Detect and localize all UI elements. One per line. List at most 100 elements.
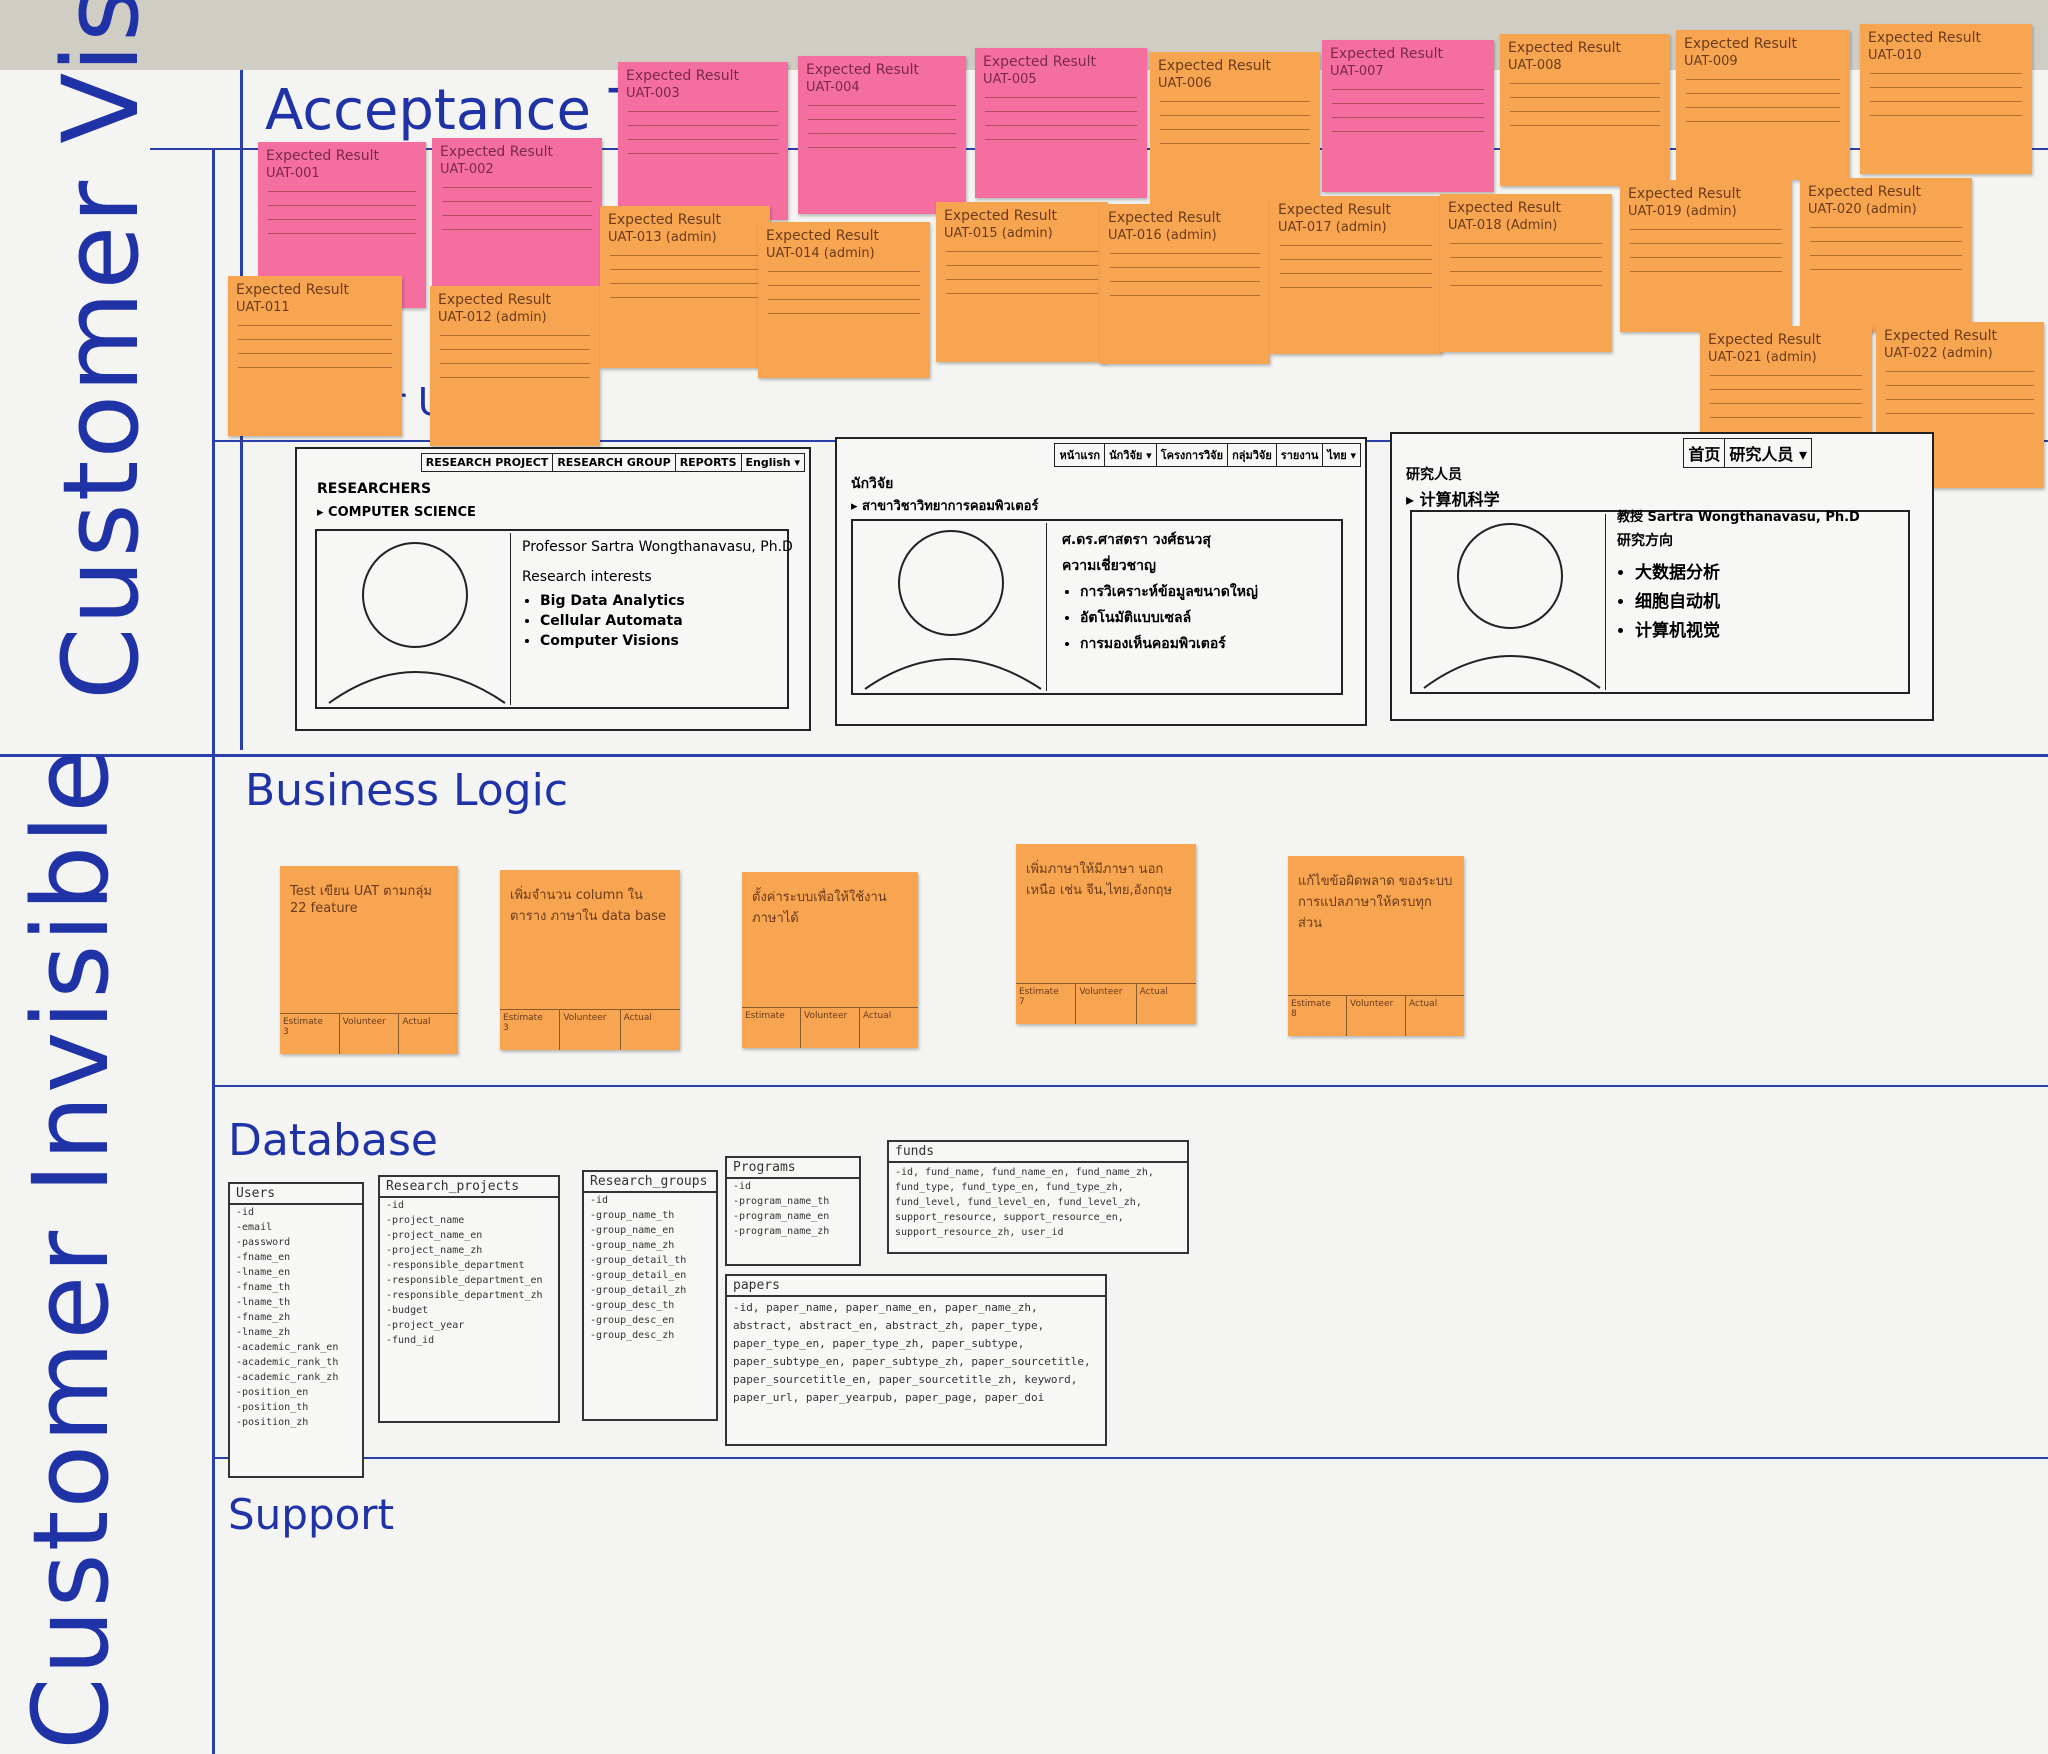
note-title: Expected Result xyxy=(1158,58,1272,74)
handwriting-scribble xyxy=(628,139,778,143)
table-field: -project_name xyxy=(386,1215,465,1226)
handwriting-scribble xyxy=(1510,83,1660,87)
handwriting-scribble xyxy=(442,229,592,233)
note-title: Expected Result xyxy=(806,62,920,78)
note-title: Expected Result xyxy=(1628,186,1742,202)
interest-item: การวิเคราะห์ข้อมูลขนาดใหญ่ xyxy=(1080,581,1258,603)
handwriting-scribble xyxy=(946,251,1098,255)
note-code: UAT-002 xyxy=(440,162,494,177)
table-fields: -id-program_name_th-program_name_en-prog… xyxy=(727,1179,859,1239)
handwriting-scribble xyxy=(1686,93,1840,97)
handwriting-scribble xyxy=(268,205,416,209)
handwriting-scribble xyxy=(768,271,920,275)
business-logic-note: เพิ่มภาษาให้มีภาษา นอกเหนือ เช่น จีน,ไทย… xyxy=(1016,844,1196,1024)
table-field: -lname_zh xyxy=(236,1327,291,1338)
mockup-category: ▸ 计算机科学 xyxy=(1406,490,1500,509)
table-field: -responsible_department xyxy=(386,1260,525,1271)
actual-cell: Actual xyxy=(1409,999,1438,1009)
handwriting-scribble xyxy=(1332,117,1484,121)
note-title: Expected Result xyxy=(983,54,1097,70)
ui-mockup-chinese: 首页 研究人员 ▾ 研究人员 ▸ 计算机科学 教授 Sartra Wongtha… xyxy=(1390,432,1934,721)
table-field: -program_name_en xyxy=(733,1211,830,1222)
handwriting-scribble xyxy=(1160,129,1310,133)
handwriting-scribble xyxy=(1686,79,1840,83)
handwriting-scribble xyxy=(1810,255,1962,259)
note-title: Expected Result xyxy=(266,148,380,164)
table-field: -group_name_en xyxy=(590,1225,675,1236)
handwriting-scribble xyxy=(1810,241,1962,245)
note-title: Expected Result xyxy=(1808,184,1922,200)
handwriting-scribble xyxy=(808,119,956,123)
handwriting-scribble xyxy=(768,299,920,303)
handwriting-scribble xyxy=(238,367,392,371)
interest-item: Cellular Automata xyxy=(540,613,685,629)
handwriting-scribble xyxy=(238,325,392,329)
interest-item: 细胞自动机 xyxy=(1635,587,1720,612)
table-field: -group_detail_en xyxy=(590,1270,687,1281)
mockup-section-title: นักวิจัย xyxy=(851,476,894,492)
handwriting-scribble xyxy=(1630,271,1782,275)
handwriting-scribble xyxy=(768,313,920,317)
actual-cell: Actual xyxy=(623,1013,652,1023)
note-code: UAT-001 xyxy=(266,166,320,181)
note-code: UAT-004 xyxy=(806,80,860,95)
researcher-name: Professor Sartra Wongthanavasu, Ph.D xyxy=(522,539,793,555)
handwriting-scribble xyxy=(1686,107,1840,111)
table-field: -project_name_en xyxy=(386,1230,483,1241)
mockup-section-title: 研究人员 xyxy=(1406,467,1462,483)
note-code: UAT-016 (admin) xyxy=(1108,228,1217,243)
estimate-cell: Estimate 7 xyxy=(1016,984,1077,1024)
handwriting-scribble xyxy=(985,125,1137,129)
note-title: Expected Result xyxy=(1448,200,1562,216)
table-field: -academic_rank_th xyxy=(236,1357,339,1368)
estimate-cell: Estimate 3 xyxy=(280,1014,340,1054)
handwriting-scribble xyxy=(808,105,956,109)
note-code: UAT-006 xyxy=(1158,76,1212,91)
handwriting-scribble xyxy=(610,297,760,301)
table-field: -group_name_th xyxy=(590,1210,675,1221)
handwriting-scribble xyxy=(808,147,956,151)
divider-label-column xyxy=(212,150,215,1754)
handwriting-scribble xyxy=(268,191,416,195)
note-title: Expected Result xyxy=(944,208,1058,224)
note-code: UAT-012 (admin) xyxy=(438,310,547,325)
table-field: -email xyxy=(236,1222,273,1233)
mockup-section-title: RESEARCHERS xyxy=(317,481,432,497)
avatar-placeholder-icon xyxy=(1423,514,1606,690)
note-title: Expected Result xyxy=(1868,30,1982,46)
note-title: Expected Result xyxy=(626,68,740,84)
table-field: -fname_th xyxy=(236,1282,291,1293)
handwriting-scribble xyxy=(1110,267,1260,271)
note-text: ตั้งค่าระบบเพื่อให้ใช้งานภาษาได้ xyxy=(752,890,887,926)
estimate-cell: Estimate xyxy=(742,1008,801,1048)
handwriting-scribble xyxy=(1280,287,1432,291)
table-field: -id xyxy=(590,1195,609,1206)
handwriting-scribble xyxy=(1810,269,1962,273)
table-title: Research_groups xyxy=(584,1172,716,1193)
mockup-profile-card xyxy=(851,519,1343,695)
handwriting-scribble xyxy=(442,201,592,205)
table-title: funds xyxy=(889,1142,1187,1163)
note-title: Expected Result xyxy=(1108,210,1222,226)
research-interests-label: Research interests xyxy=(522,569,652,585)
research-interests-list: Big Data Analytics Cellular Automata Com… xyxy=(522,593,685,653)
interest-item: 大数据分析 xyxy=(1635,558,1720,583)
interest-item: 计算机视觉 xyxy=(1635,616,1720,641)
note-title: Expected Result xyxy=(440,144,554,160)
note-code: UAT-020 (admin) xyxy=(1808,202,1917,217)
handwriting-scribble xyxy=(985,111,1137,115)
mockup-navbar: 首页 研究人员 ▾ xyxy=(1683,438,1812,468)
note-code: UAT-005 xyxy=(983,72,1037,87)
divider-visible-invisible xyxy=(0,754,2048,757)
